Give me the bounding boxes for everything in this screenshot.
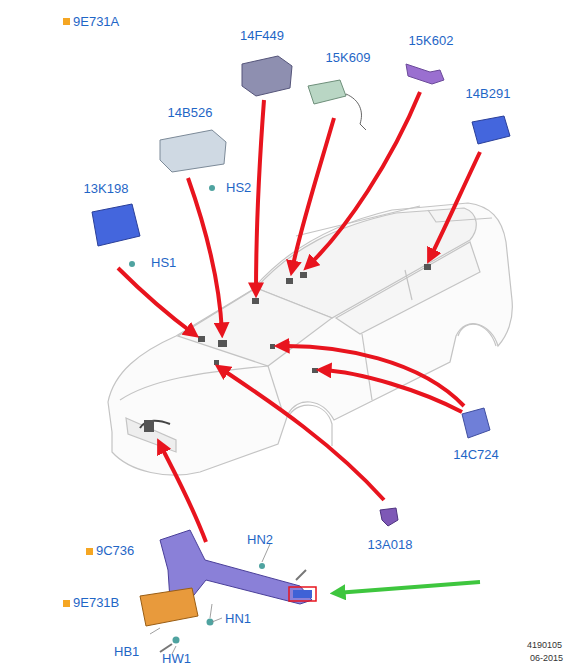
sensor-part: [462, 408, 490, 438]
module-location: [198, 336, 205, 342]
grille: [126, 418, 176, 452]
part-number: 14C724: [453, 448, 499, 461]
marker-square: [63, 18, 70, 25]
fastener-label: HS1: [151, 256, 176, 269]
switch-part: [380, 508, 398, 526]
marker-square: [63, 600, 70, 607]
module-location: [424, 264, 431, 270]
part-number: 14B291: [466, 87, 511, 100]
screw: [209, 185, 215, 191]
part-number: 14F449: [240, 29, 284, 42]
side-window: [336, 242, 480, 334]
door-line: [362, 334, 372, 400]
leader-line: [150, 544, 270, 654]
module-location: [312, 368, 318, 373]
bolt: [160, 644, 172, 652]
callout-arrow: [160, 444, 206, 542]
roof-rail: [428, 210, 492, 222]
date-code: 06-2015: [530, 654, 563, 663]
antenna-wire: [346, 94, 366, 130]
module-part: [160, 130, 226, 172]
fastener-label: HB1: [114, 645, 139, 658]
callout-arrow: [308, 92, 420, 266]
part-number: 9E731A: [73, 15, 119, 28]
key-part: [406, 64, 444, 84]
module-part: [242, 56, 292, 96]
callout-arrow: [220, 368, 384, 500]
radar-module: [140, 588, 198, 626]
module-location: [300, 272, 307, 278]
module-part: [92, 204, 140, 246]
callout-arrow: [280, 346, 464, 406]
part-number: 15K609: [326, 51, 371, 64]
fastener-label: HS2: [226, 181, 251, 194]
pointer-arrow: [336, 582, 480, 593]
part-number: 9C736: [96, 544, 134, 557]
module-location: [286, 278, 293, 284]
antenna-part: [308, 80, 346, 104]
fastener-label: HN2: [247, 533, 273, 546]
callout-arrow: [188, 178, 222, 332]
part-number: 13A018: [368, 538, 413, 551]
callout-arrow: [322, 370, 462, 412]
module-part: [472, 116, 510, 144]
part-number: 9E731B: [73, 596, 119, 609]
windshield: [178, 288, 332, 366]
part-number: 13K198: [84, 182, 129, 195]
marker-square: [86, 548, 93, 555]
wheel-arch: [458, 324, 496, 346]
roof-rail: [296, 206, 420, 236]
module-location: [144, 420, 154, 432]
module-location: [218, 340, 227, 347]
module-location: [252, 298, 259, 304]
fastener-label: HW1: [162, 652, 191, 665]
connector-icon: [293, 590, 312, 598]
door-line: [405, 270, 412, 300]
nut: [259, 563, 265, 569]
callout-arrow: [256, 100, 264, 292]
washer: [173, 637, 180, 644]
module-location: [214, 360, 219, 365]
part-number: 14B526: [168, 106, 213, 119]
highlight-box: [289, 587, 316, 601]
bolt: [296, 570, 306, 580]
part-number: 15K602: [409, 34, 454, 47]
screw: [129, 261, 135, 267]
callout-arrow: [430, 152, 480, 258]
callout-arrow: [118, 268, 194, 334]
wheel-arch: [290, 405, 332, 446]
module-location: [270, 344, 275, 349]
figure-number: 4190105: [527, 641, 562, 650]
fastener-label: HN1: [225, 612, 251, 625]
